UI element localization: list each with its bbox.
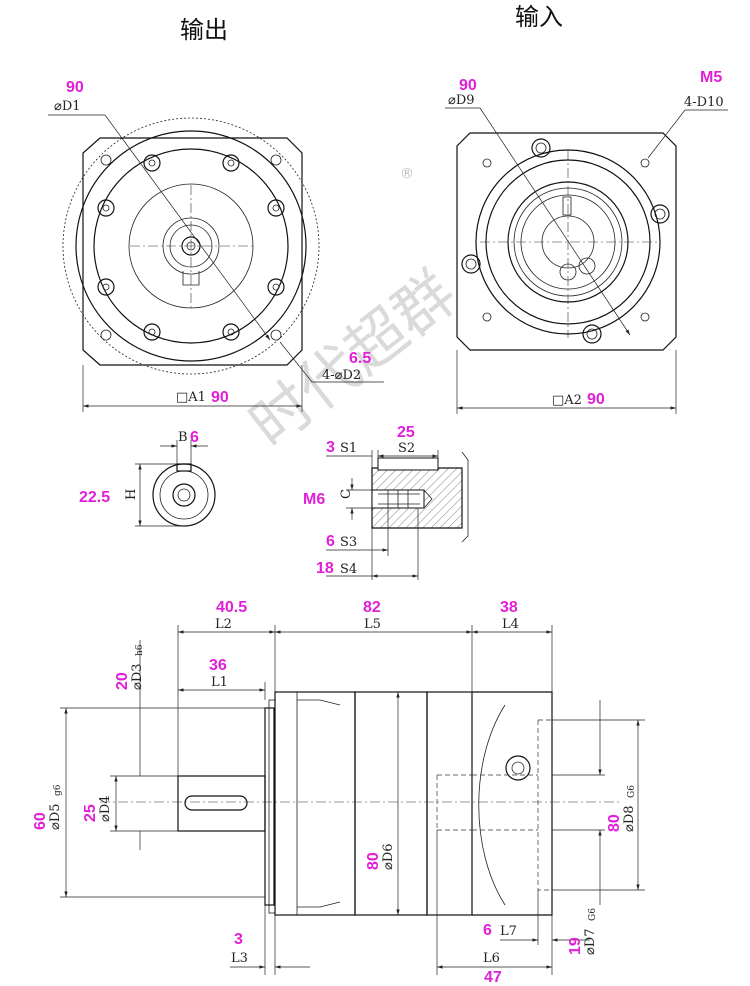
d9-label: ⌀D9: [448, 93, 475, 108]
s4-value: 18: [316, 560, 334, 577]
d6-callout: 80 ⌀D6: [365, 843, 396, 870]
d7-value: 19: [567, 937, 584, 955]
input-flange-view: [445, 107, 728, 414]
l7-label: L7: [500, 924, 517, 939]
s2-value: 25: [397, 424, 415, 441]
a2-value: 90: [587, 391, 605, 408]
l2-label: L2: [215, 617, 232, 632]
s1-value: 3: [326, 439, 335, 456]
l1-value: 36: [209, 657, 227, 674]
tapped-hole-section: [326, 450, 469, 580]
input-mount-holes: [461, 138, 670, 344]
output-heading: 输出: [180, 16, 228, 44]
l6-label: L6: [483, 951, 500, 966]
d7-callout: 19 ⌀D7 G6: [567, 908, 598, 955]
d2-value: 6.5: [349, 350, 371, 367]
d3-tolerance: h6: [135, 644, 145, 656]
d10-label: 4-D10: [684, 95, 724, 110]
l5-value: 82: [363, 599, 381, 616]
l5-label: L5: [364, 617, 381, 632]
d8-callout: 80 ⌀D8 G6: [606, 785, 637, 832]
d1-label: ⌀D1: [54, 99, 81, 114]
l3-label: L3: [231, 951, 248, 966]
l6-value: 47: [484, 969, 502, 986]
s3-label: S3: [340, 535, 357, 550]
l1-label: L1: [211, 675, 228, 690]
d8-tolerance: G6: [627, 785, 637, 798]
d6-label: ⌀D6: [381, 843, 396, 870]
a2-label: □A2: [552, 393, 582, 408]
l3-value: 3: [234, 931, 243, 948]
l4-value: 38: [500, 599, 518, 616]
d5-callout: 60 ⌀D5 g6: [32, 784, 63, 830]
d3-label: ⌀D3: [130, 663, 145, 690]
l4-label: L4: [502, 617, 519, 632]
s4-label: S4: [340, 562, 357, 577]
d5-label: ⌀D5: [48, 803, 63, 830]
d5-tolerance: g6: [53, 784, 63, 796]
d1-value: 90: [66, 79, 84, 96]
d7-label: ⌀D7: [583, 928, 598, 955]
watermark: 时代超群 ®: [237, 166, 469, 461]
d7-tolerance: G6: [588, 908, 598, 921]
output-bolt-holes: [97, 154, 285, 341]
l2-value: 40.5: [216, 599, 247, 616]
c-value: M6: [303, 491, 325, 508]
d4-value: 25: [82, 804, 99, 822]
d6-value: 80: [365, 852, 382, 870]
b-value: 6: [190, 429, 199, 446]
s1-label: S1: [340, 441, 357, 456]
d3-value: 20: [114, 672, 131, 690]
a1-label: □A1: [176, 390, 206, 405]
d2-label: 4-⌀D2: [322, 368, 361, 383]
d9-value: 90: [459, 77, 477, 94]
a1-value: 90: [211, 389, 229, 406]
s3-value: 6: [326, 533, 335, 550]
d8-label: ⌀D8: [622, 805, 637, 832]
watermark-registered-mark: ®: [400, 166, 414, 182]
h-label: H: [124, 489, 139, 500]
c-label: C: [339, 489, 354, 499]
d4-label: ⌀D4: [98, 795, 113, 822]
b-label: B: [178, 430, 188, 445]
l7-value: 6: [483, 922, 492, 939]
d5-value: 60: [32, 812, 49, 830]
s2-label: S2: [398, 441, 415, 456]
input-heading: 输入: [515, 3, 563, 31]
d10-value: M5: [700, 69, 722, 86]
d4-callout: 25 ⌀D4: [82, 795, 113, 822]
side-view: [60, 625, 645, 975]
d3-callout: 20 ⌀D3 h6: [114, 644, 145, 690]
output-flange-view: [48, 114, 384, 412]
shaft-key-view: [135, 440, 216, 527]
d8-value: 80: [606, 814, 623, 832]
h-value: 22.5: [79, 489, 110, 506]
